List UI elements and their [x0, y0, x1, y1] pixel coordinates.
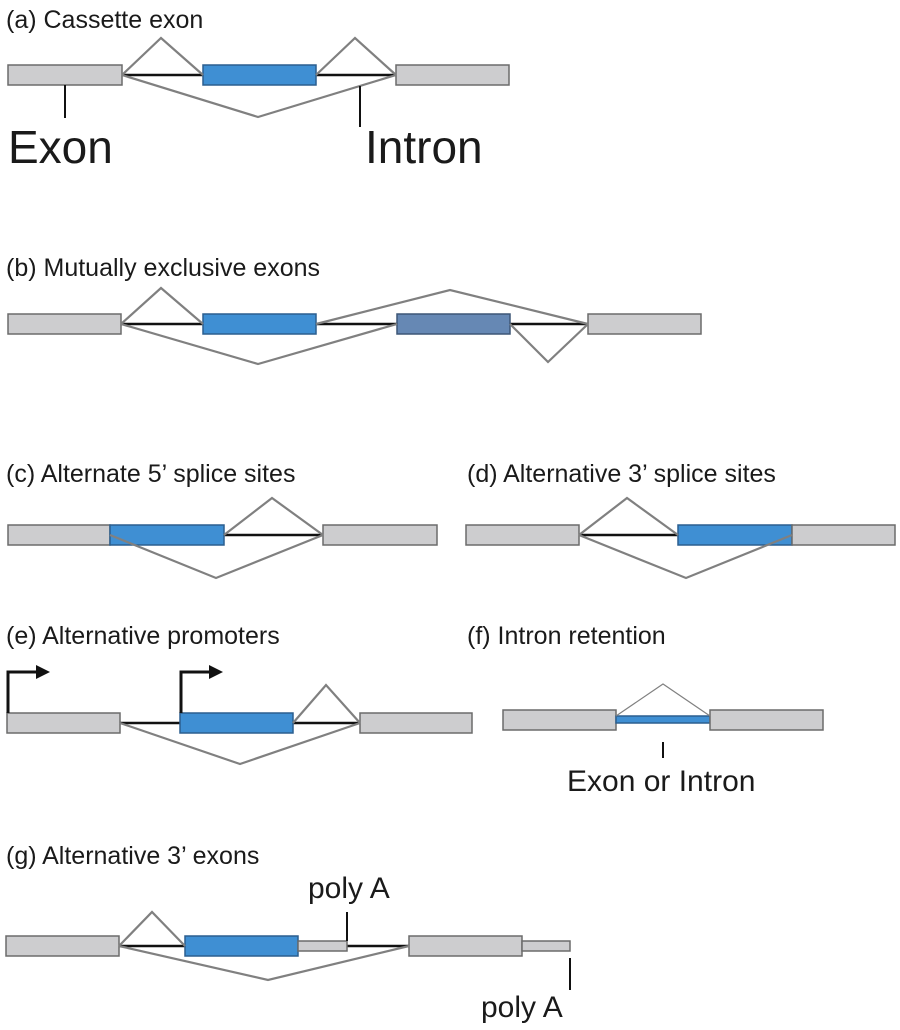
panel-g-splice-to-last-exon [118, 944, 410, 982]
panel-a-exon-label: Exon [8, 121, 113, 173]
panel-g-title: (g) Alternative 3’ exons [6, 842, 259, 870]
panel-b-exon-left [7, 313, 122, 335]
panel-c-exon-right [322, 524, 438, 546]
panel-c-exon-left [7, 524, 111, 546]
panel-c-splice-short [109, 533, 324, 580]
panel-d-splice-short [578, 533, 793, 580]
panel-b-splice-exon2-out [509, 323, 589, 364]
panel-e-splice-from-alt-promoter [292, 683, 361, 724]
panel-c-alternate-5-splice-sites: (c) Alternate 5’ splice sites [6, 460, 438, 580]
panel-a-inclusion-splice-1 [121, 36, 204, 76]
panel-e-title: (e) Alternative promoters [6, 622, 280, 650]
panel-g-alternative-3-exons: (g) Alternative 3’ exons poly A poly A [5, 842, 571, 1024]
panel-b-alt-exon-2 [396, 313, 511, 335]
panel-f-title: (f) Intron retention [467, 622, 666, 650]
panel-e-promoter-1-arrow [6, 670, 38, 713]
panel-a-skipping-splice [121, 73, 397, 119]
panel-e-alt-first-exon [179, 712, 294, 734]
panel-e-promoter-2-arrowhead-icon [209, 665, 223, 679]
panel-a-title: (a) Cassette exon [6, 6, 203, 34]
panel-e-exon-right [359, 712, 473, 734]
panel-b-mutually-exclusive-exons: (b) Mutually exclusive exons [6, 254, 702, 366]
panel-a-cassette-exon-box [202, 64, 317, 86]
panel-e-alternative-promoters: (e) Alternative promoters [6, 622, 473, 766]
panel-g-polya-upper-label: poly A [308, 872, 390, 905]
panel-g-exon-left [5, 935, 120, 957]
panel-d-alternative-3-splice-sites: (d) Alternative 3’ splice sites [465, 460, 896, 580]
panel-d-exon-left [465, 524, 580, 546]
panel-b-exon-right [587, 313, 702, 335]
panel-e-exon-first [6, 712, 121, 734]
panel-g-splice-to-alt-exon [118, 910, 186, 947]
panel-c-splice-long [223, 496, 324, 536]
panel-f-retained-region [615, 715, 711, 724]
panel-b-alt-exon-1 [202, 313, 317, 335]
panel-a-exon-right [395, 64, 510, 86]
panel-d-splice-long [578, 496, 679, 536]
panel-e-promoter-2-arrow [179, 670, 211, 713]
panel-f-exon-left [502, 709, 617, 731]
panel-f-intron-retention: (f) Intron retention Exon or Intron [467, 622, 824, 798]
panel-b-splice-exon2-in [120, 322, 398, 366]
panel-c-title: (c) Alternate 5’ splice sites [6, 460, 295, 488]
panel-f-exon-right [709, 709, 824, 731]
panel-g-alt-exon-utr [297, 940, 348, 952]
panel-g-polya-lower-label: poly A [481, 991, 563, 1024]
panel-f-splice [615, 683, 711, 717]
panel-g-alt-last-exon [184, 935, 299, 957]
panel-a-inclusion-splice-2 [315, 36, 397, 76]
panel-a-cassette-exon: (a) Cassette exon Exon Intron [6, 6, 510, 173]
panel-f-region-label: Exon or Intron [567, 765, 755, 798]
panel-e-promoter-1-arrowhead-icon [36, 665, 50, 679]
panel-g-last-exon-utr [521, 940, 571, 952]
panel-b-splice-exon1-in [120, 286, 204, 325]
panel-b-title: (b) Mutually exclusive exons [6, 254, 320, 282]
panel-g-last-exon [408, 935, 523, 957]
panel-e-splice-from-first-promoter [119, 721, 361, 766]
panel-b-splice-exon1-out [315, 288, 589, 326]
panel-d-title: (d) Alternative 3’ splice sites [467, 460, 776, 488]
panel-a-intron-label: Intron [365, 121, 483, 173]
panel-a-exon-left [7, 64, 123, 86]
panel-d-exon-right [791, 524, 896, 546]
